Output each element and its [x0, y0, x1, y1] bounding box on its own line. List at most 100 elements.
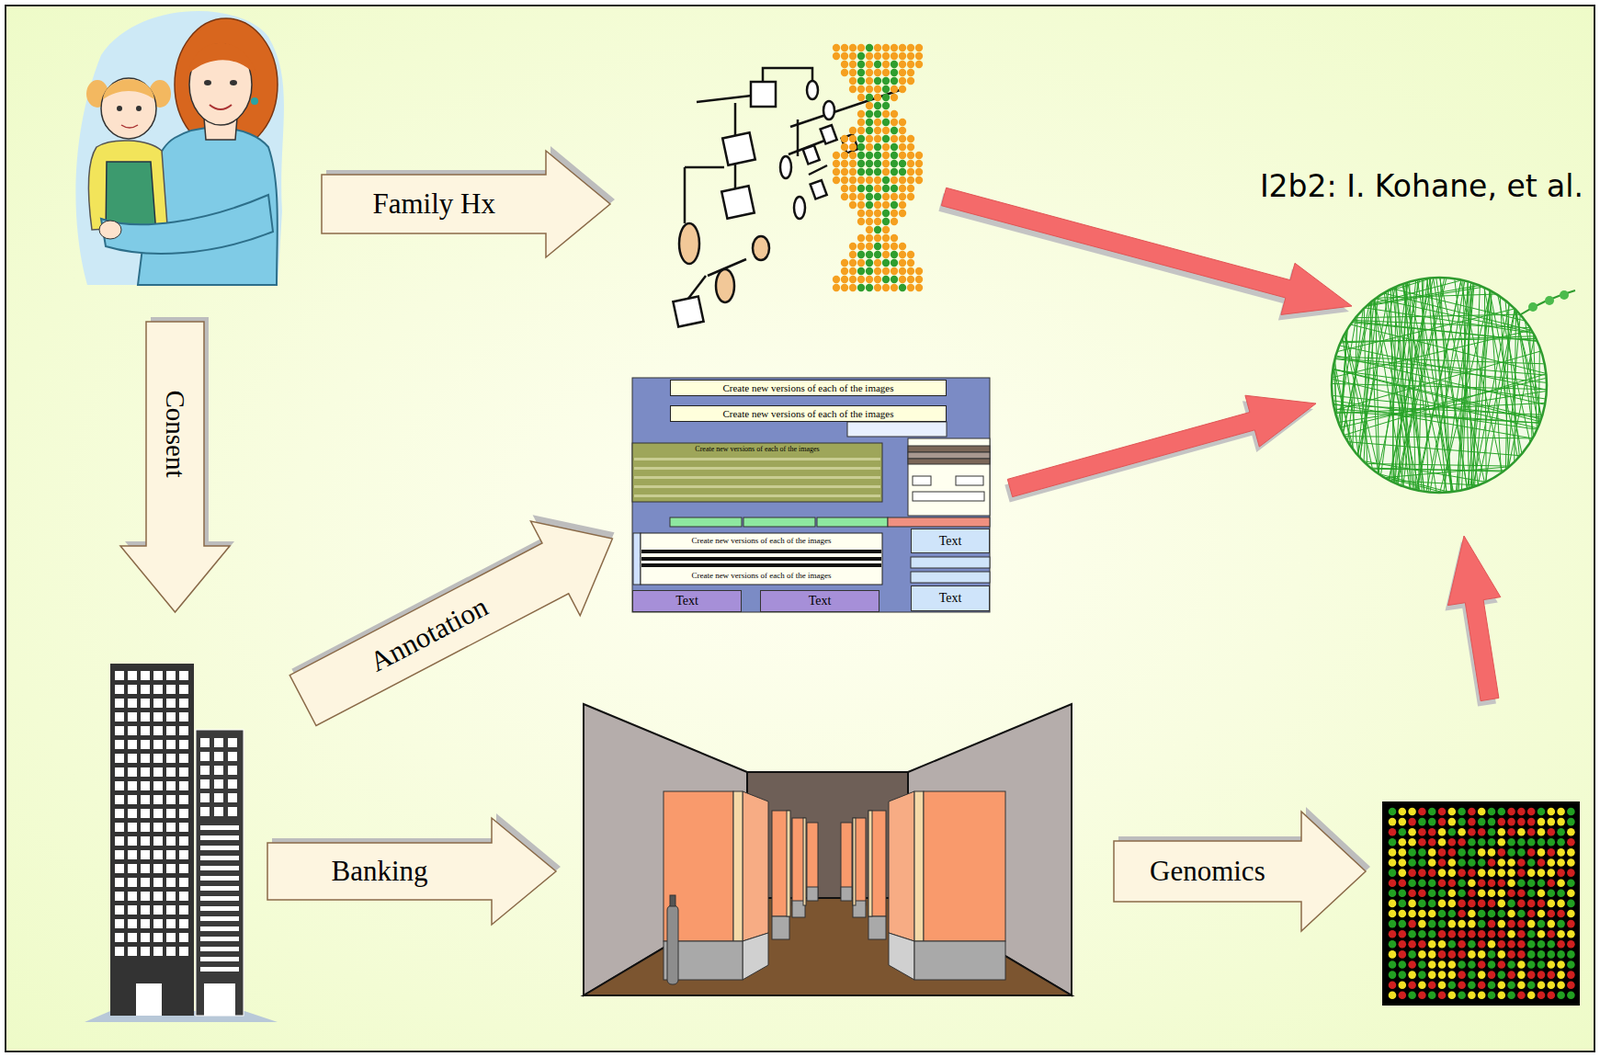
array-spot: [1448, 930, 1457, 939]
network-link: [1098, 393, 1576, 417]
dna-dot: [907, 60, 915, 69]
window: [200, 751, 210, 761]
dna-dot: [898, 267, 907, 275]
dna-dot: [865, 209, 874, 217]
window: [200, 765, 210, 775]
dna-dot: [890, 176, 898, 184]
window: [179, 877, 189, 887]
window: [127, 836, 137, 846]
window: [200, 916, 239, 921]
pedigree-chart: [721, 185, 755, 219]
array-spot: [1398, 960, 1408, 969]
array-spot: [1566, 848, 1576, 857]
mother-child-clipart: [101, 78, 157, 139]
dna-dot: [840, 159, 849, 168]
array-spot: [1438, 899, 1447, 908]
network-link: [1206, 248, 1600, 365]
array-spot: [1487, 807, 1497, 817]
dna-dot: [882, 242, 890, 250]
array-spot: [1398, 838, 1408, 847]
freezer-room: [803, 817, 806, 906]
array-spot: [1477, 940, 1487, 949]
dna-dot: [882, 283, 890, 292]
array-spot: [1566, 960, 1576, 969]
array-spot: [1537, 828, 1546, 837]
dna-dot: [898, 44, 907, 52]
network-link: [1495, 136, 1536, 613]
software-screenshot: [634, 494, 881, 498]
arrow-label: Genomics: [1149, 855, 1266, 887]
array-spot: [1547, 991, 1556, 1000]
array-spot: [1428, 878, 1437, 887]
network-link: [1278, 315, 1600, 363]
array-spot: [1517, 807, 1526, 817]
dna-dot: [898, 259, 907, 267]
window: [200, 966, 239, 972]
dna-dot: [865, 110, 874, 118]
pedigree-chart: [796, 119, 800, 157]
array-spot: [1418, 828, 1427, 837]
array-spot: [1487, 868, 1497, 877]
window: [140, 850, 150, 860]
array-spot: [1467, 838, 1476, 847]
array-spot: [1517, 930, 1526, 939]
dna-dot: [857, 275, 865, 284]
mother-child-clipart: [250, 97, 259, 105]
window: [153, 891, 163, 901]
network-link: [1260, 473, 1600, 500]
dna-dot: [898, 192, 907, 201]
window: [140, 753, 150, 763]
dna-dot: [840, 143, 849, 151]
network-link: [1385, 200, 1425, 677]
dna-dot: [849, 44, 857, 52]
dna-dot: [873, 176, 882, 184]
array-spot: [1448, 858, 1457, 867]
dna-dot: [898, 283, 907, 292]
window: [179, 836, 189, 846]
software-screenshot: [743, 517, 816, 527]
freezer-room: [840, 822, 852, 897]
array-spot: [1566, 991, 1576, 1000]
array-spot: [1507, 930, 1516, 939]
dna-dot: [890, 234, 898, 242]
window: [153, 698, 163, 708]
window: [166, 836, 176, 846]
window: [166, 891, 176, 901]
dna-dot: [890, 77, 898, 85]
window: [140, 836, 150, 846]
dna-dot: [840, 52, 849, 60]
array-spot: [1457, 970, 1466, 979]
window: [114, 739, 125, 749]
dna-dot: [898, 275, 907, 284]
block-arrow: Family Hx: [321, 150, 611, 258]
window: [127, 822, 137, 832]
pedigree-chart: [794, 196, 806, 219]
dna-dot: [865, 77, 874, 85]
array-spot: [1457, 909, 1466, 919]
dna-dot: [865, 259, 874, 267]
window: [114, 670, 125, 681]
array-spot: [1428, 848, 1437, 857]
array-spot: [1467, 960, 1476, 969]
array-spot: [1448, 889, 1457, 898]
dna-dot: [849, 168, 857, 176]
window: [227, 793, 238, 803]
array-spot: [1487, 828, 1497, 837]
software-screenshot: [955, 476, 984, 486]
array-spot: [1407, 878, 1417, 887]
array-spot: [1448, 828, 1457, 837]
dna-dot: [873, 234, 882, 242]
array-spot: [1517, 950, 1526, 959]
dna-dot: [857, 176, 865, 184]
dna-dot: [873, 283, 882, 292]
dna-dot: [849, 159, 857, 168]
dna-dot: [865, 192, 874, 201]
array-spot: [1556, 807, 1566, 817]
dna-dot: [865, 184, 874, 193]
arrow-label: Banking: [331, 855, 429, 887]
network-link: [1358, 93, 1382, 571]
dna-dot: [890, 250, 898, 259]
array-spot: [1428, 899, 1437, 908]
dna-dot: [865, 275, 874, 284]
array-spot: [1527, 909, 1536, 919]
